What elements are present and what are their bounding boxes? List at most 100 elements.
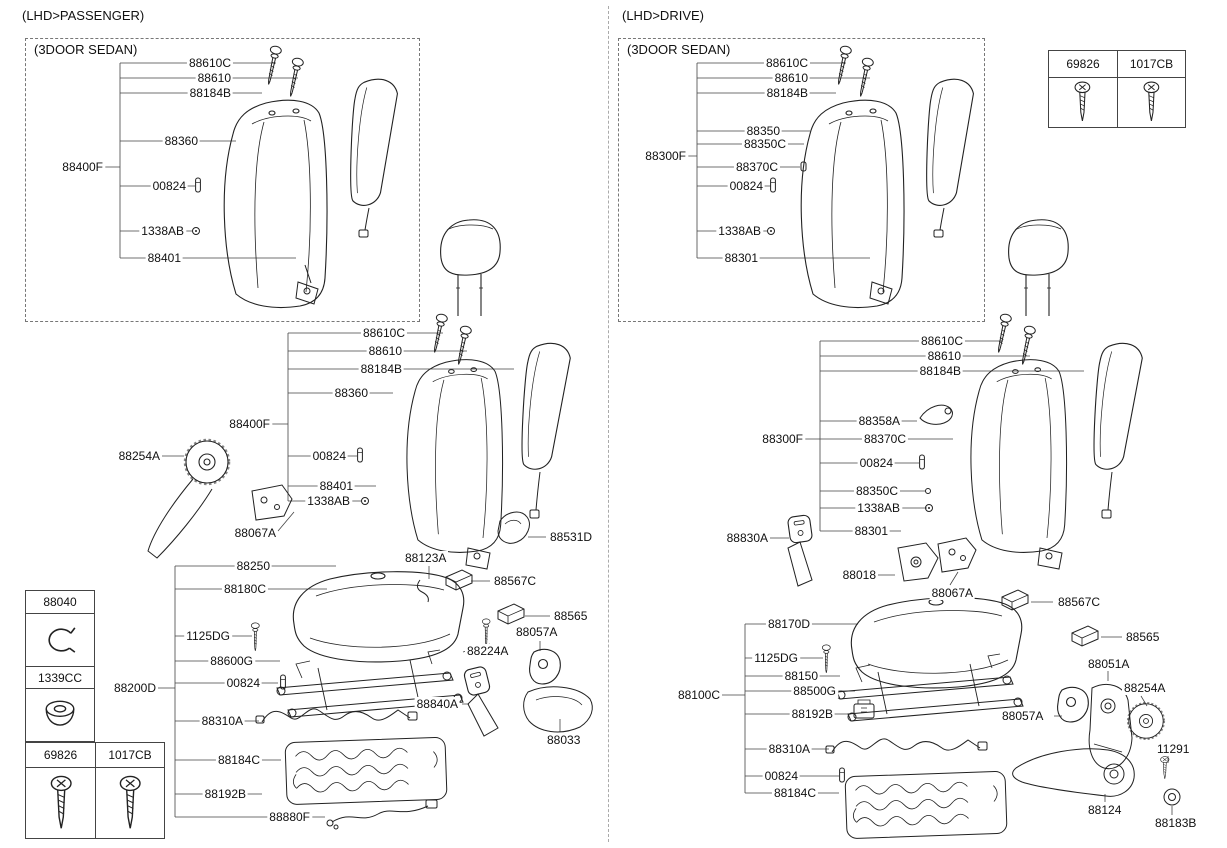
screw-icon-cell (26, 767, 95, 838)
screw-icon (1143, 81, 1159, 121)
part-label-88610: 88610 (772, 71, 810, 85)
hardware-part-number: 69826 (43, 748, 78, 762)
part-label-88360: 88360 (332, 386, 370, 400)
part-label-88567c: 88567C (492, 574, 539, 588)
part-label-88057a: 88057A (514, 625, 560, 639)
part-label-88051a: 88051A (1086, 657, 1132, 671)
hardware-table-right-screws: 69826 1017CB (1048, 50, 1186, 128)
leader-lines (105, 62, 1173, 818)
part-label-88100c: 88100C (675, 688, 722, 702)
grommet-icon (45, 700, 75, 726)
part-label-1338ab: 1338AB (716, 224, 763, 238)
part-label-88400f: 88400F (60, 160, 105, 174)
screw-icon (119, 775, 141, 829)
grommet-icon-cell (26, 688, 94, 741)
driver-section-title: (LHD>DRIVE) (620, 8, 706, 24)
part-label-1338ab: 1338AB (305, 494, 352, 508)
part-label-88180c: 88180C (221, 582, 268, 596)
part-label-88123a: 88123A (403, 551, 449, 565)
part-label-88840a: 88840A (414, 697, 460, 711)
part-label-88350: 88350 (744, 124, 782, 138)
part-label-88184b: 88184B (917, 364, 963, 378)
passenger-seatback-art (147, 219, 572, 570)
part-label-88250: 88250 (234, 559, 272, 573)
part-label-88600g: 88600G (208, 654, 255, 668)
part-label-88610c: 88610C (360, 326, 407, 340)
part-label-88531d: 88531D (548, 530, 595, 544)
part-label-88150: 88150 (782, 669, 820, 683)
hardware-part-number: 88040 (43, 595, 77, 609)
part-label-1338ab: 1338AB (139, 224, 186, 238)
part-label-88224a: 88224A (465, 644, 511, 658)
part-label-00824: 00824 (727, 179, 765, 193)
part-label-88610: 88610 (925, 349, 963, 363)
part-label-88254a: 88254A (1122, 681, 1168, 695)
part-label-00824: 00824 (150, 179, 188, 193)
part-label-88370c: 88370C (861, 432, 908, 446)
part-label-88610c: 88610C (186, 56, 233, 70)
driver-sedan-box-art (767, 44, 975, 309)
part-label-88565: 88565 (1124, 630, 1162, 644)
passenger-sedan-box-title: (3DOOR SEDAN) (32, 42, 140, 58)
part-label-11291: 11291 (1155, 742, 1192, 756)
part-label-88192b: 88192B (202, 787, 248, 801)
part-label-88184c: 88184C (215, 753, 262, 767)
part-label-88310a: 88310A (766, 742, 812, 756)
part-label-88184c: 88184C (771, 786, 818, 800)
screw-icon-cell (95, 767, 164, 838)
screw-icon-cell (1117, 77, 1185, 127)
part-label-88254a: 88254A (116, 449, 162, 463)
part-label-88192b: 88192B (789, 707, 835, 721)
part-label-88360: 88360 (162, 134, 200, 148)
part-label-88300f: 88300F (760, 432, 805, 446)
passenger-sedan-box-art (192, 44, 399, 309)
passenger-section-title: (LHD>PASSENGER) (20, 8, 147, 24)
part-label-88350c: 88350C (741, 137, 788, 151)
part-label-88401: 88401 (145, 251, 183, 265)
hardware-table-left-screws: 69826 1017CB (25, 742, 165, 839)
part-label-88401: 88401 (317, 479, 355, 493)
part-label-88184b: 88184B (764, 86, 810, 100)
part-label-88067a: 88067A (929, 586, 975, 600)
part-label-1125dg: 1125DG (752, 651, 800, 665)
part-label-88301: 88301 (852, 524, 890, 538)
part-label-88310a: 88310A (199, 714, 245, 728)
passenger-cushion-art (251, 569, 593, 830)
driver-seatback-art (786, 219, 1144, 611)
screw-icon (50, 775, 72, 829)
part-label-88830a: 88830A (724, 531, 770, 545)
part-label-88400f: 88400F (227, 417, 272, 431)
hardware-part-number: 1339CC (26, 666, 94, 688)
part-label-88124: 88124 (1086, 803, 1124, 817)
part-label-88358a: 88358A (856, 414, 902, 428)
part-label-88183b: 88183B (1153, 816, 1199, 830)
screw-icon-cell (1049, 77, 1117, 127)
part-label-88370c: 88370C (733, 160, 780, 174)
driver-cushion-art (821, 597, 1181, 840)
part-label-88301: 88301 (722, 251, 760, 265)
part-label-88350c: 88350C (853, 484, 900, 498)
part-label-1125dg: 1125DG (184, 629, 232, 643)
part-label-88300f: 88300F (643, 149, 688, 163)
clip-icon-cell (26, 613, 94, 666)
part-label-88057a: 88057A (1000, 709, 1046, 723)
part-label-00824: 00824 (857, 456, 895, 470)
hardware-part-number: 1017CB (95, 743, 164, 767)
screw-icon (1074, 81, 1091, 121)
hardware-part-number: 69826 (1066, 57, 1100, 71)
part-label-88610c: 88610C (918, 334, 965, 348)
part-label-00824: 00824 (762, 769, 800, 783)
part-label-88500g: 88500G (791, 684, 838, 698)
driver-sedan-box-title: (3DOOR SEDAN) (625, 42, 733, 58)
part-label-88565: 88565 (552, 609, 590, 623)
clip-icon (48, 627, 76, 653)
part-label-00824: 00824 (224, 676, 262, 690)
part-label-88033: 88033 (545, 733, 583, 747)
hardware-part-number: 1017CB (1117, 51, 1185, 77)
part-label-88880f: 88880F (267, 810, 312, 824)
part-label-88170d: 88170D (765, 617, 812, 631)
part-label-88610: 88610 (366, 344, 404, 358)
part-label-88200d: 88200D (111, 681, 158, 695)
hardware-table-left-clips: 88040 1339CC (25, 590, 95, 742)
